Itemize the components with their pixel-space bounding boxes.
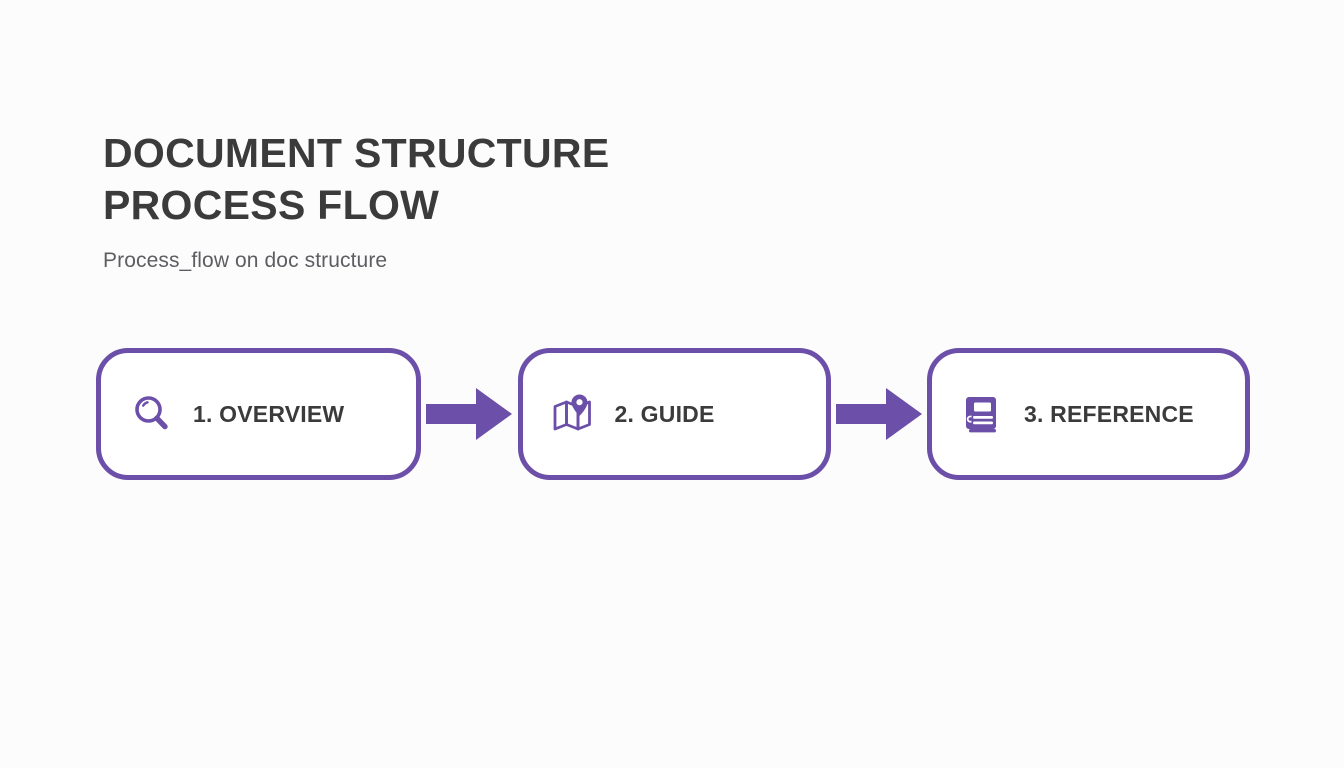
- page-title: DOCUMENT STRUCTURE PROCESS FLOW: [103, 130, 610, 228]
- flow-step-label: 3. REFERENCE: [1024, 400, 1194, 427]
- map-pin-icon: [551, 391, 597, 437]
- flow-step-reference[interactable]: 3. REFERENCE: [927, 348, 1250, 480]
- flow-step-guide[interactable]: 2. GUIDE: [517, 348, 831, 480]
- flow-step-label: 2. GUIDE: [614, 400, 715, 427]
- process-flow-row: 1. OVERVIEW 2. GUIDE: [96, 348, 1250, 480]
- arrow-right-icon: [426, 388, 513, 440]
- page-subtitle: Process_flow on doc structure: [103, 249, 388, 273]
- flow-step-label: 1. OVERVIEW: [193, 400, 345, 427]
- flow-connector-1: [421, 384, 518, 444]
- arrow-right-icon: [835, 388, 922, 440]
- flow-connector-2: [831, 384, 928, 444]
- book-icon: [960, 391, 1006, 437]
- header-block: DOCUMENT STRUCTURE PROCESS FLOW Process_…: [103, 128, 803, 275]
- flow-step-overview[interactable]: 1. OVERVIEW: [96, 348, 421, 480]
- magnifier-icon: [129, 391, 175, 437]
